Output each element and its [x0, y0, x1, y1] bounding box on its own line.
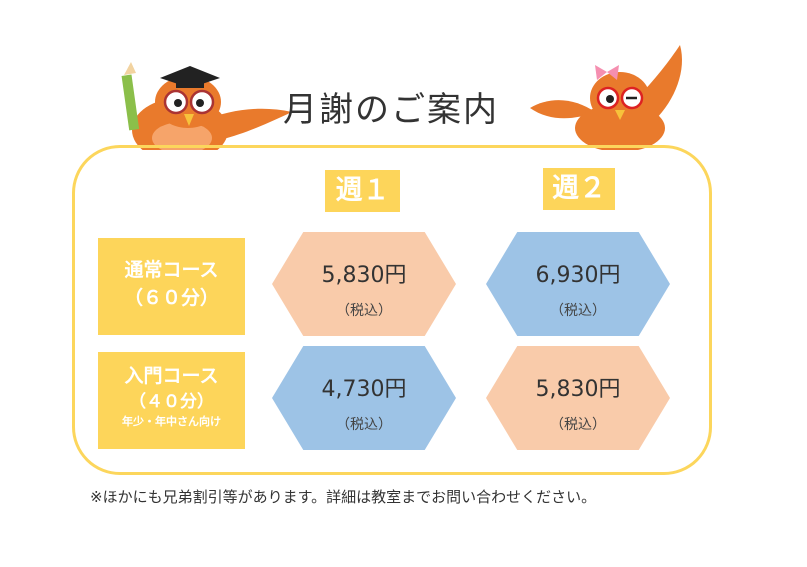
course-label-intro: 入門コース （４０分） 年少・年中さん向け	[98, 352, 245, 449]
price-tax: （税込）	[336, 417, 392, 433]
price-cell-regular-week2: 6,930円 （税込）	[486, 232, 670, 336]
price-amount: 5,830円	[535, 377, 621, 402]
page-title: 月謝のご案内	[283, 90, 499, 130]
price-cell-regular-week1: 5,830円 （税込）	[272, 232, 456, 336]
course-note: 年少・年中さん向け	[122, 415, 221, 428]
week-header-1: 週１	[325, 170, 400, 212]
price-tax: （税込）	[550, 417, 606, 433]
course-name: 通常コース	[124, 259, 219, 281]
owl-teacher-icon	[121, 62, 292, 150]
price-cell-intro-week1: 4,730円 （税込）	[272, 346, 456, 450]
price-table-frame	[72, 145, 712, 475]
course-label-regular: 通常コース （６０分）	[98, 238, 245, 335]
course-name: 入門コース	[124, 365, 219, 387]
footnote: ※ほかにも兄弟割引等があります。詳細は教室までお問い合わせください。	[90, 488, 597, 506]
owl-girl-icon	[530, 45, 683, 150]
course-duration: （４０分）	[129, 392, 214, 412]
price-tax: （税込）	[550, 303, 606, 319]
price-amount: 6,930円	[535, 263, 621, 288]
price-amount: 5,830円	[321, 263, 407, 288]
course-duration: （６０分）	[123, 287, 219, 309]
week-header-2: 週２	[543, 168, 615, 210]
price-tax: （税込）	[336, 303, 392, 319]
price-amount: 4,730円	[321, 377, 407, 402]
price-cell-intro-week2: 5,830円 （税込）	[486, 346, 670, 450]
